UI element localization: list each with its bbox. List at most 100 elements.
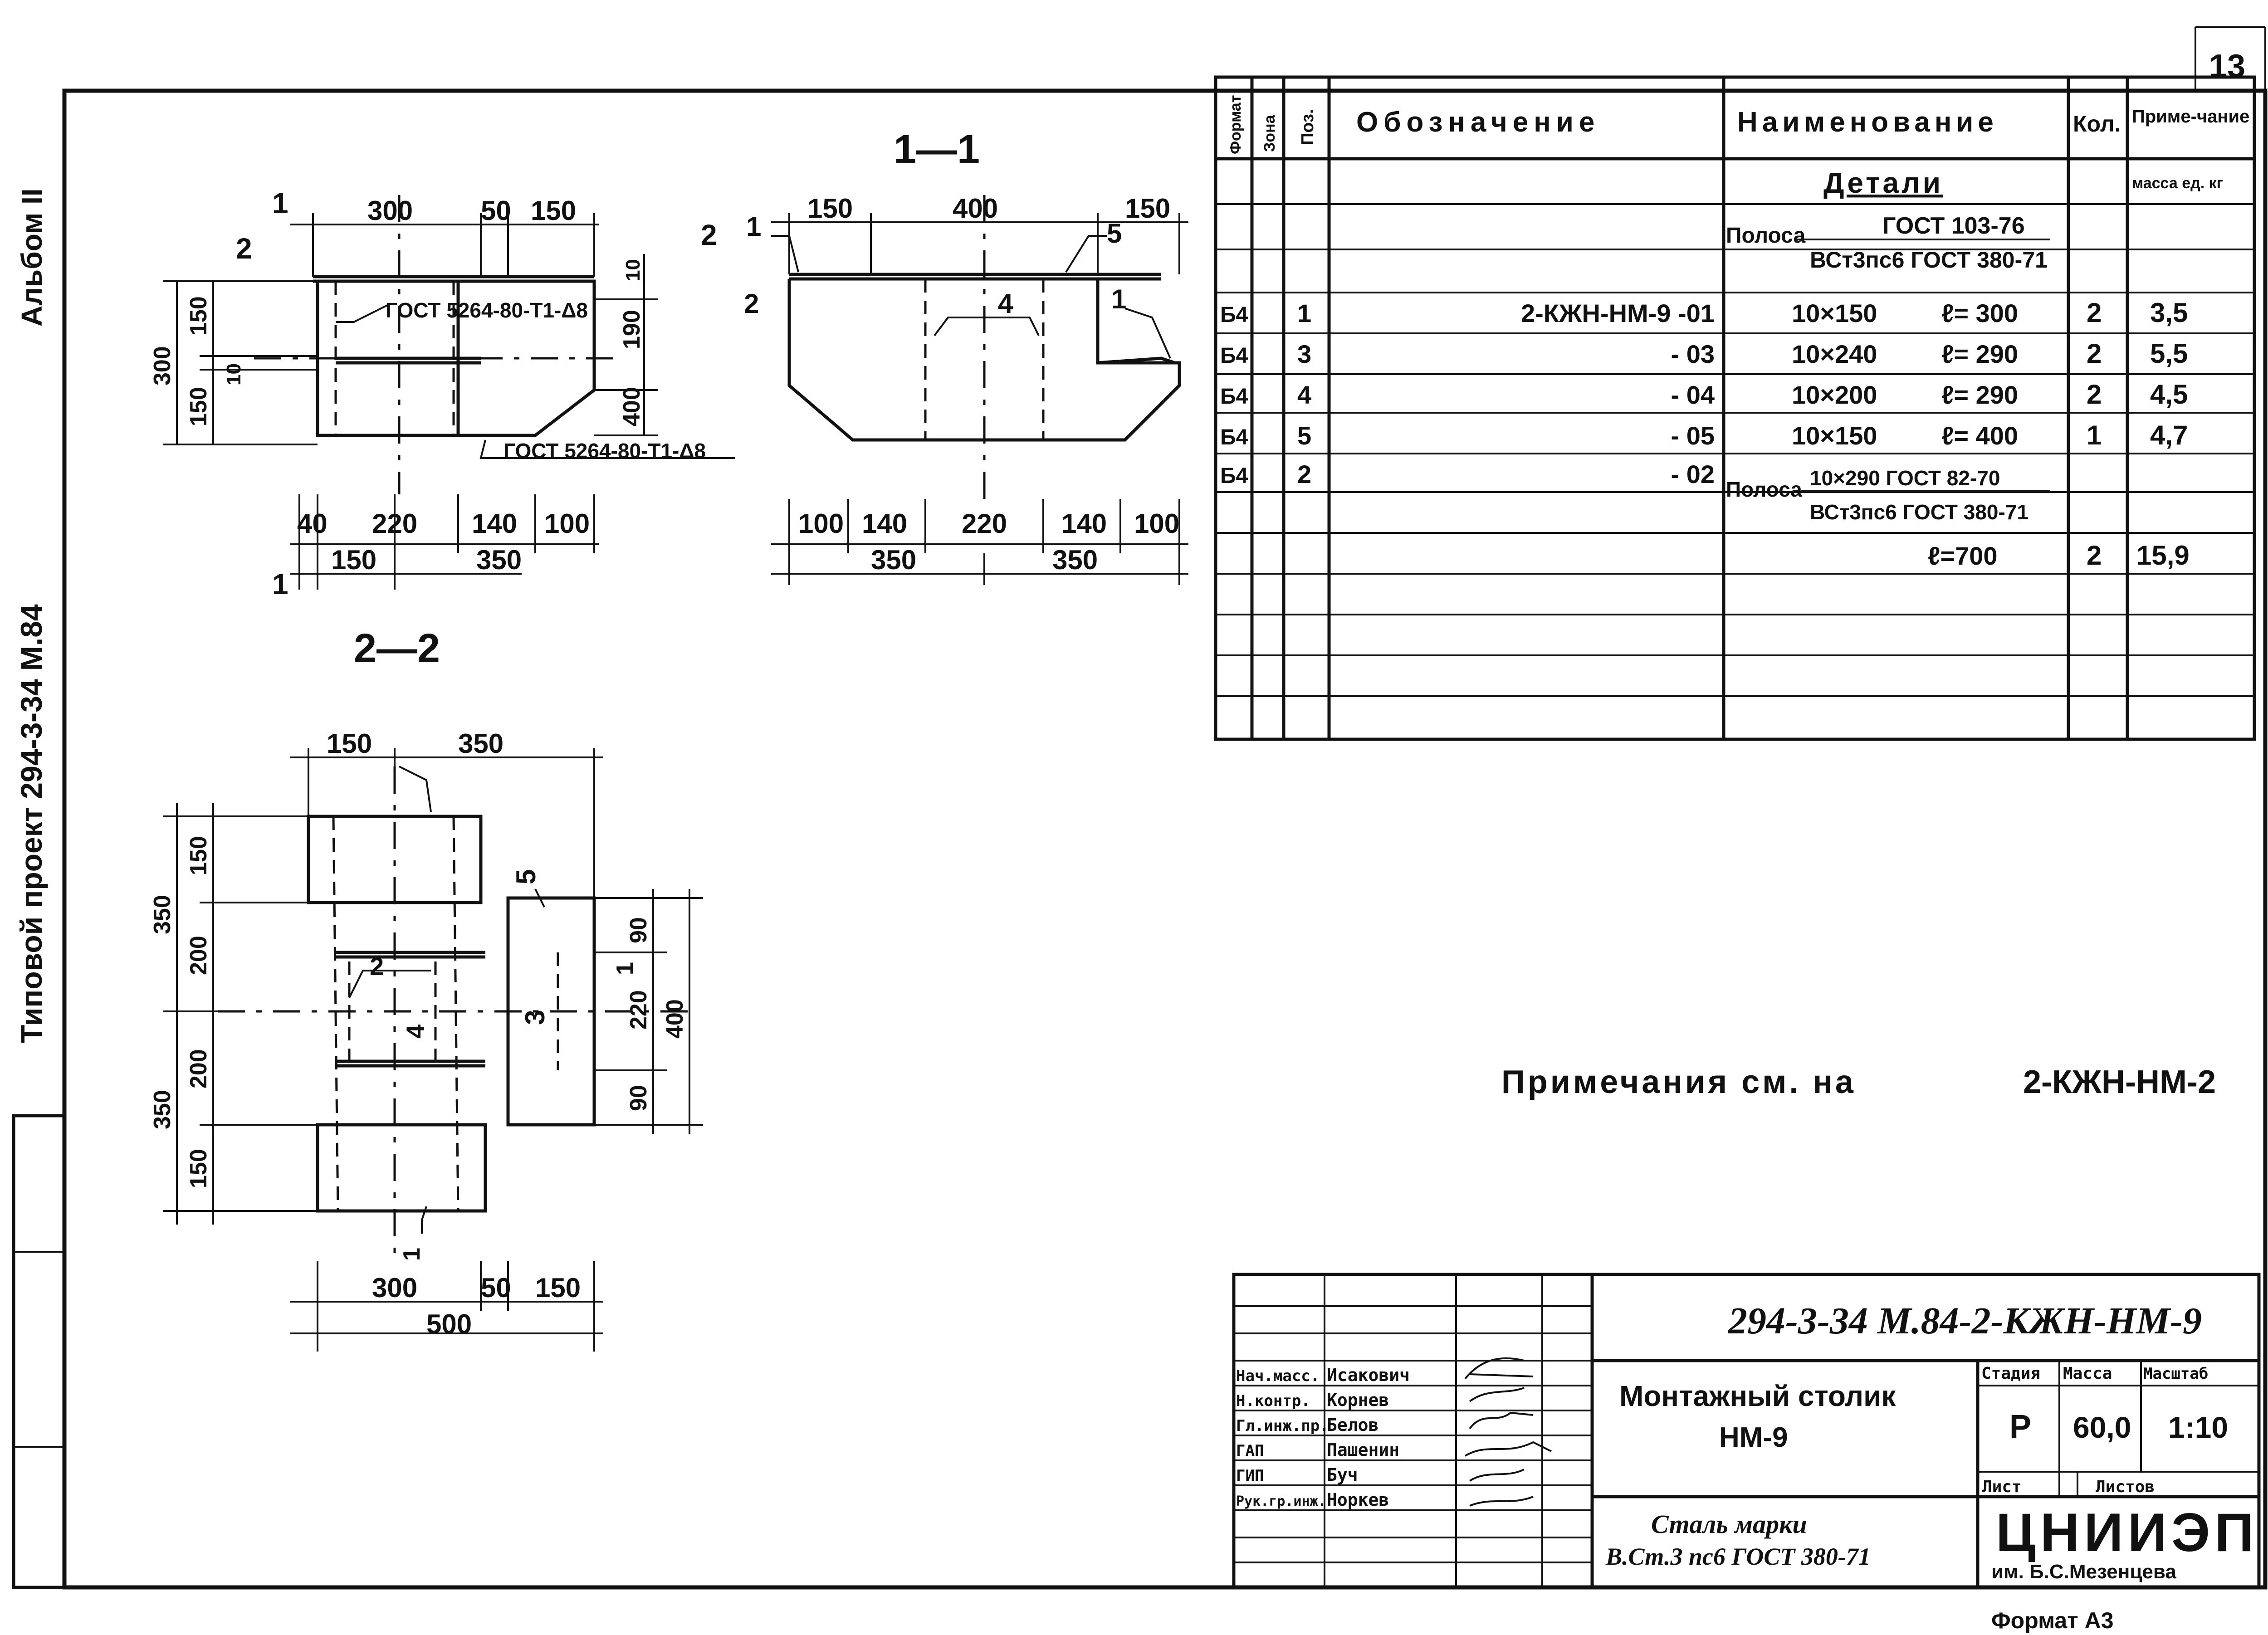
title-block-people: Нач.масс. Исакович Н.контр. Корнев Гл.ин… <box>1236 1365 1410 1510</box>
album-label: Альбом II <box>15 188 48 327</box>
row3-designation: - 04 <box>1671 381 1715 409</box>
row2-length: ℓ= 290 <box>1941 340 2018 368</box>
dim-total-2: 350 <box>476 545 522 575</box>
s22-label-4: 4 <box>401 1025 430 1039</box>
spec-table-header: Формат Зона Поз. Обозначение Наименовани… <box>1227 95 2249 154</box>
header-format: Формат <box>1227 95 1244 154</box>
role-5: ГИП <box>1236 1467 1264 1485</box>
row1-length: ℓ= 300 <box>1941 299 2018 327</box>
dim-right-3: 400 <box>619 387 645 426</box>
sheets-label: Листов <box>2096 1478 2155 1496</box>
s22-dim-left-3: 200 <box>186 936 212 975</box>
s11-label-1b: 1 <box>1111 284 1126 314</box>
dim-right-1: 10 <box>622 259 644 281</box>
dim-left-2: 150 <box>186 296 212 336</box>
strip2-label: Полоса <box>1726 478 1802 501</box>
sheet-number: 13 <box>2209 48 2245 84</box>
row3-size: 10×200 <box>1792 381 1877 409</box>
name-3: Белов <box>1327 1415 1378 1435</box>
header-qty: Кол. <box>2073 111 2121 137</box>
s11-cut-label: 2 <box>701 219 717 251</box>
strip2-gost-top: 10×290 ГОСТ 82-70 <box>1810 466 2000 490</box>
s22-dim-left-2: 150 <box>186 836 212 875</box>
org-name: ЦНИИЭП <box>1996 1502 2258 1563</box>
header-note: Приме-чание <box>2132 107 2249 127</box>
spec-table-grid <box>1214 75 2256 741</box>
gost-note-1: ГОСТ 5264-80-Т1-Δ8 <box>386 298 588 322</box>
cut-label-1a: 1 <box>272 187 288 220</box>
view-top-left-texts: 300 50 150 300 150 10 150 10 190 400 40 … <box>149 187 706 600</box>
row5-pos: 2 <box>1297 460 1311 488</box>
sheet-format: Формат А3 <box>1991 1608 2114 1633</box>
row3-format: Б4 <box>1220 385 1248 409</box>
section-1-1 <box>771 195 1188 585</box>
s11-dim-bot-4: 140 <box>1061 508 1107 539</box>
dim-bottom-1: 40 <box>297 508 327 539</box>
drawing-code: 294-3-34 М.84-2-КЖН-НМ-9 <box>1727 1300 2202 1342</box>
row1-pos: 1 <box>1297 299 1311 327</box>
header-zone: Зона <box>1261 114 1278 152</box>
s11-dim-top-2: 400 <box>953 193 998 224</box>
row1-mass: 3,5 <box>2150 298 2188 328</box>
sheet-label: Лист <box>1982 1478 2022 1496</box>
dim-top-3: 150 <box>531 195 576 226</box>
s22-dim-total: 500 <box>426 1309 472 1339</box>
section-2-2-texts: 2—2 150 350 350 150 200 200 150 350 90 2… <box>149 626 688 1339</box>
s11-dim-top-3: 150 <box>1125 193 1170 224</box>
s11-label-4: 4 <box>998 288 1013 319</box>
name-2: Корнев <box>1327 1390 1389 1410</box>
project-label: Типовой проект 294-3-34 М.84 <box>15 604 48 1043</box>
name-5: Буч <box>1327 1465 1358 1485</box>
row4-size: 10×150 <box>1792 421 1877 450</box>
row1-format: Б4 <box>1220 303 1248 327</box>
s11-dim-total-2: 350 <box>1052 545 1098 575</box>
s22-dim-left-6: 350 <box>149 1090 176 1129</box>
s22-label-3: 3 <box>520 1010 550 1025</box>
stage-label: Стадия <box>1981 1364 2040 1383</box>
role-6: Рук.гр.инж. <box>1236 1493 1326 1509</box>
dim-bottom-3: 140 <box>472 508 517 539</box>
s11-dim-top-1: 150 <box>807 193 853 224</box>
section-1-1-title: 1—1 <box>894 127 980 172</box>
s22-dim-right-1: 90 <box>626 917 652 943</box>
name-1: Исакович <box>1327 1365 1410 1385</box>
s11-label-2: 2 <box>744 288 759 319</box>
role-4: ГАП <box>1236 1442 1264 1460</box>
section-2-2 <box>163 748 703 1352</box>
row1-qty: 2 <box>2087 298 2102 328</box>
s22-dim-bot-2: 50 <box>481 1273 511 1303</box>
role-1: Нач.масс. <box>1236 1367 1320 1385</box>
s22-dim-left-1: 350 <box>149 895 176 934</box>
row2-designation: - 03 <box>1671 340 1715 368</box>
strip-label: Полоса <box>1726 224 1805 248</box>
s22-dim-right-3: 90 <box>626 1085 652 1111</box>
row2-mass: 5,5 <box>2150 338 2188 369</box>
material-line2: В.Ст.3 пс6 ГОСТ 380-71 <box>1605 1543 1871 1570</box>
strip2-length: ℓ=700 <box>1928 542 1998 570</box>
strip-gost-top: ГОСТ 103-76 <box>1882 213 2025 239</box>
stage-value: Р <box>2009 1409 2031 1445</box>
row3-length: ℓ= 290 <box>1941 381 2018 409</box>
row2-size: 10×240 <box>1792 340 1877 368</box>
row2-pos: 3 <box>1297 340 1311 368</box>
dim-top-1: 300 <box>367 195 413 226</box>
sheet-frame <box>12 26 2268 1590</box>
cut-label-1b: 1 <box>272 568 288 600</box>
header-designation: Обозначение <box>1356 107 1600 138</box>
s22-label-1a: 1 <box>612 962 638 975</box>
row5-designation: - 02 <box>1671 460 1715 488</box>
row3-qty: 2 <box>2087 379 2102 410</box>
row4-length: ℓ= 400 <box>1941 421 2018 450</box>
row4-format: Б4 <box>1220 425 1248 449</box>
strip2-gost-bottom: ВСт3пс6 ГОСТ 380-71 <box>1810 500 2028 524</box>
header-pos: Поз. <box>1298 109 1317 145</box>
name-4: Пашенин <box>1327 1440 1399 1460</box>
gost-note-2: ГОСТ 5264-80-Т1-Δ8 <box>503 439 706 463</box>
dim-total-1: 150 <box>331 545 376 575</box>
row4-pos: 5 <box>1297 421 1311 450</box>
strip2-qty: 2 <box>2087 540 2102 571</box>
s22-label-5: 5 <box>511 869 541 884</box>
s11-dim-bot-1: 100 <box>798 508 844 539</box>
name-6: Норкев <box>1327 1490 1389 1510</box>
